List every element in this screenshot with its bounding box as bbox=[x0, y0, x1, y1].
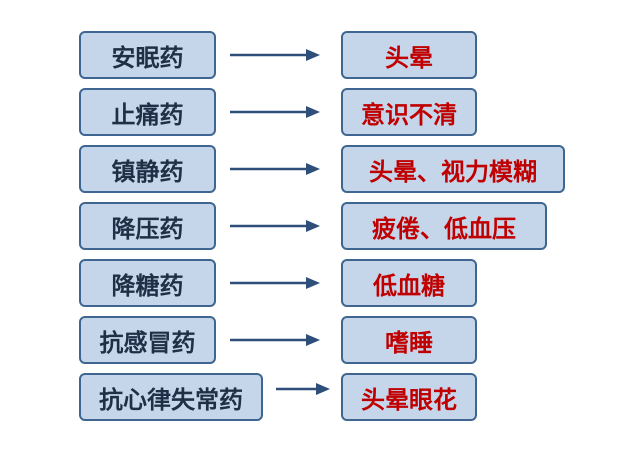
effect-box-confusion: 意识不清 bbox=[341, 88, 477, 136]
drug-box-sleeping-pills: 安眠药 bbox=[79, 31, 216, 79]
arrow-icon bbox=[230, 218, 322, 234]
drug-box-painkillers: 止痛药 bbox=[79, 88, 216, 136]
arrow-icon bbox=[276, 381, 332, 397]
arrow-icon bbox=[230, 104, 322, 120]
drug-box-antiarrhythmics: 抗心律失常药 bbox=[79, 373, 263, 421]
effect-box-dizziness: 头晕 bbox=[341, 31, 477, 79]
drug-box-cold-medicine: 抗感冒药 bbox=[79, 316, 216, 364]
effect-box-hypoglycemia: 低血糖 bbox=[341, 259, 477, 307]
arrow-icon bbox=[230, 161, 322, 177]
arrow-icon bbox=[230, 332, 322, 348]
effect-box-dizzy-vision: 头晕眼花 bbox=[341, 373, 477, 421]
arrow-icon bbox=[230, 275, 322, 291]
drug-box-hypoglycemics: 降糖药 bbox=[79, 259, 216, 307]
arrow-icon bbox=[230, 47, 322, 63]
effect-box-fatigue-hypotension: 疲倦、低血压 bbox=[341, 202, 547, 250]
drug-box-sedatives: 镇静药 bbox=[79, 145, 216, 193]
drug-box-antihypertensives: 降压药 bbox=[79, 202, 216, 250]
effect-box-drowsiness: 嗜睡 bbox=[341, 316, 477, 364]
effect-box-dizziness-blurred-vision: 头晕、视力模糊 bbox=[341, 145, 565, 193]
